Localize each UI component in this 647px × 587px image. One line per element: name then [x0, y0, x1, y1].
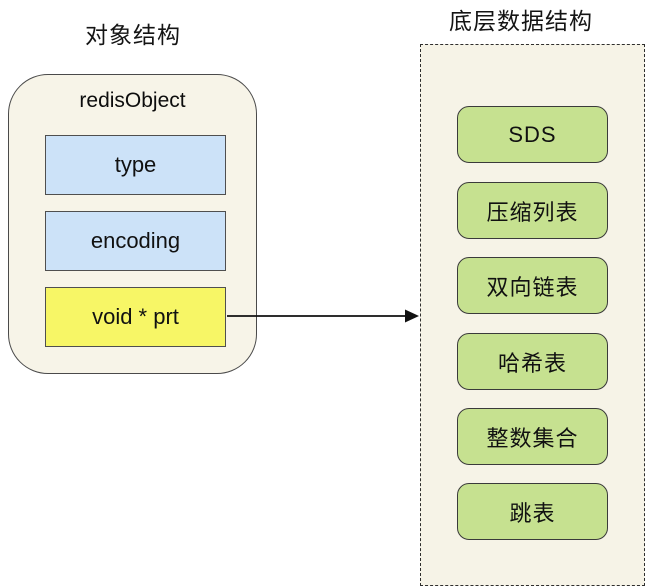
redis-object-container: redisObject type encoding void * prt — [8, 74, 257, 374]
field-void-ptr: void * prt — [45, 287, 226, 347]
structure-ziplist: 压缩列表 — [457, 182, 608, 239]
structure-sds: SDS — [457, 106, 608, 163]
field-encoding: encoding — [45, 211, 226, 271]
structure-hashtable: 哈希表 — [457, 333, 608, 390]
right-panel-title: 底层数据结构 — [449, 8, 593, 34]
field-type: type — [45, 135, 226, 195]
redis-object-label: redisObject — [79, 89, 186, 112]
structure-intset: 整数集合 — [457, 408, 608, 465]
data-structures-container: SDS 压缩列表 双向链表 哈希表 整数集合 跳表 — [420, 44, 645, 586]
left-panel-title: 对象结构 — [85, 22, 181, 48]
structure-linkedlist: 双向链表 — [457, 257, 608, 314]
structure-skiplist: 跳表 — [457, 483, 608, 540]
